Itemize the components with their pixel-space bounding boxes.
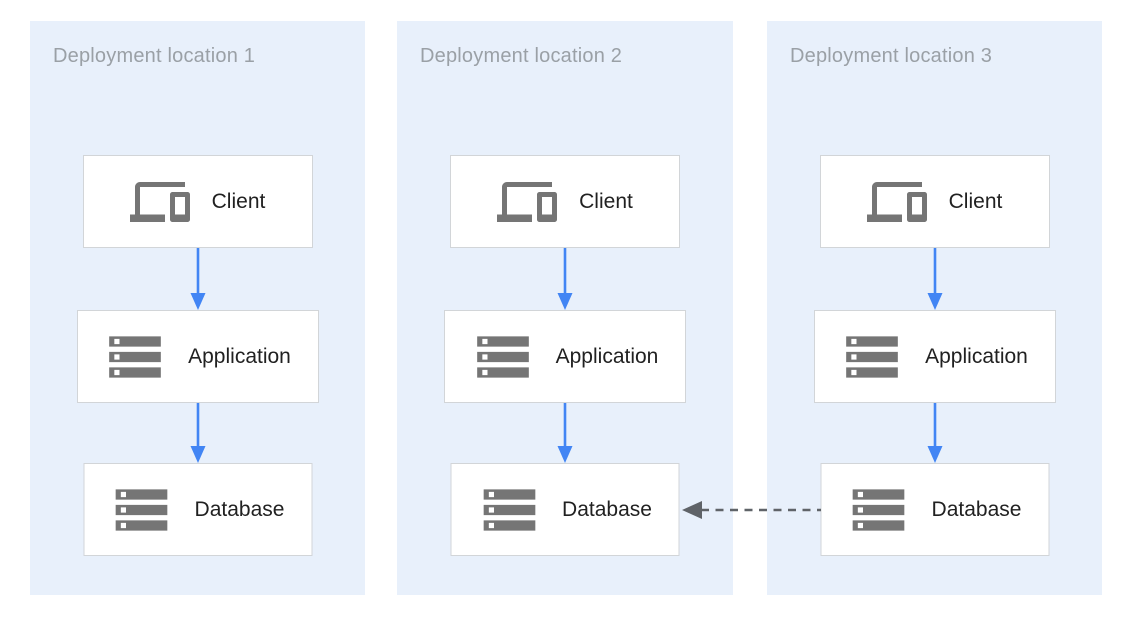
dashed-replication-arrow-icon (682, 501, 821, 519)
node-label: Client (948, 189, 1003, 213)
node-label: Client (579, 189, 633, 213)
node-label: Application (555, 344, 659, 368)
node-label: Client (211, 189, 266, 213)
deployment-location-2-panel: Deployment location 2 Client Application (397, 21, 733, 595)
storage-icon (104, 326, 166, 388)
storage-icon (841, 326, 903, 388)
node-application: Application (76, 310, 319, 403)
node-client: Client (819, 155, 1050, 248)
storage-icon (472, 326, 534, 388)
flow-arrow-down-icon (927, 403, 942, 463)
devices-icon (497, 172, 558, 232)
flow-arrow-down-icon (557, 403, 573, 463)
node-application: Application (813, 310, 1056, 403)
storage-icon (111, 479, 173, 541)
devices-icon (866, 172, 927, 232)
flow-arrow-down-icon (190, 403, 205, 463)
node-database: Database (820, 463, 1049, 556)
panel-title: Deployment location 3 (790, 45, 993, 67)
flow-arrow-down-icon (190, 248, 205, 310)
node-database: Database (83, 463, 312, 556)
deployment-location-1-panel: Deployment location 1 Client Application (30, 21, 365, 595)
devices-icon (129, 172, 190, 232)
node-client: Client (82, 155, 313, 248)
flow-arrow-down-icon (557, 248, 573, 310)
node-label: Database (194, 497, 285, 521)
node-label: Application (188, 344, 291, 368)
deployment-location-3-panel: Deployment location 3 Client Application (767, 21, 1102, 595)
node-database: Database (450, 463, 680, 556)
panel-title: Deployment location 2 (420, 45, 623, 67)
panel-title: Deployment location 1 (53, 45, 256, 67)
flow-arrow-down-icon (927, 248, 942, 310)
node-label: Database (562, 497, 652, 521)
storage-icon (478, 479, 540, 541)
node-label: Database (931, 497, 1022, 521)
storage-icon (848, 479, 910, 541)
node-client: Client (450, 155, 680, 248)
node-application: Application (444, 310, 686, 403)
node-label: Application (925, 344, 1028, 368)
